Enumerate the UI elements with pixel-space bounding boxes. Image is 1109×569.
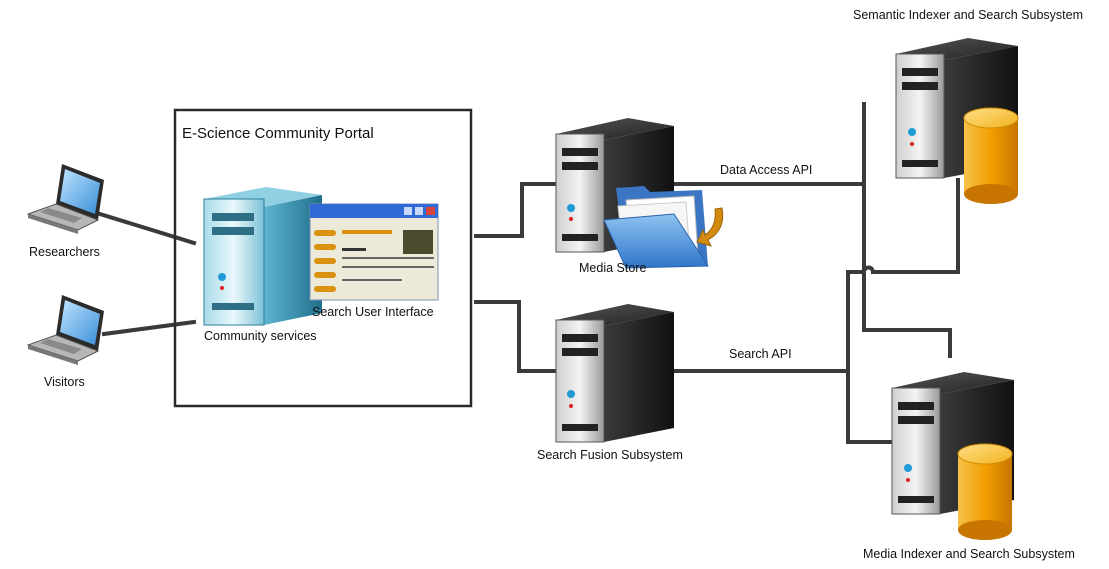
media-indexer-label: Media Indexer and Search Subsystem	[863, 547, 1075, 561]
edge-semantic-to-bus	[871, 178, 960, 274]
researchers-label: Researchers	[29, 245, 100, 259]
community-services-label: Community services	[204, 329, 317, 343]
search-fusion-label: Search Fusion Subsystem	[537, 448, 683, 462]
server-icon	[555, 304, 674, 443]
database-icon	[957, 443, 1013, 540]
portal-box	[173, 108, 473, 408]
data-access-api-label: Data Access API	[720, 163, 813, 177]
laptop-icon	[26, 295, 104, 365]
laptop-icon	[26, 164, 104, 234]
folder-icon	[603, 186, 709, 269]
search-api-label: Search API	[729, 347, 792, 361]
edge-semantic-down	[862, 102, 952, 358]
edge-portal-search-fusion	[474, 300, 558, 373]
connectors	[97, 102, 960, 444]
database-icon	[963, 107, 1019, 204]
server-icon	[203, 187, 322, 326]
visitors-label: Visitors	[44, 375, 85, 389]
search-ui-label: Search User Interface	[312, 305, 434, 319]
media-store-label: Media Store	[579, 261, 647, 275]
portal-title: E-Science Community Portal	[182, 125, 374, 142]
arrow-icon	[696, 207, 724, 247]
edge-bus-hop	[846, 265, 894, 444]
edge-researchers-portal	[97, 211, 197, 246]
window-icon	[309, 203, 439, 301]
semantic-indexer-label: Semantic Indexer and Search Subsystem	[853, 8, 1083, 22]
edge-portal-media-store	[474, 182, 558, 238]
edge-visitors-portal	[101, 319, 197, 337]
